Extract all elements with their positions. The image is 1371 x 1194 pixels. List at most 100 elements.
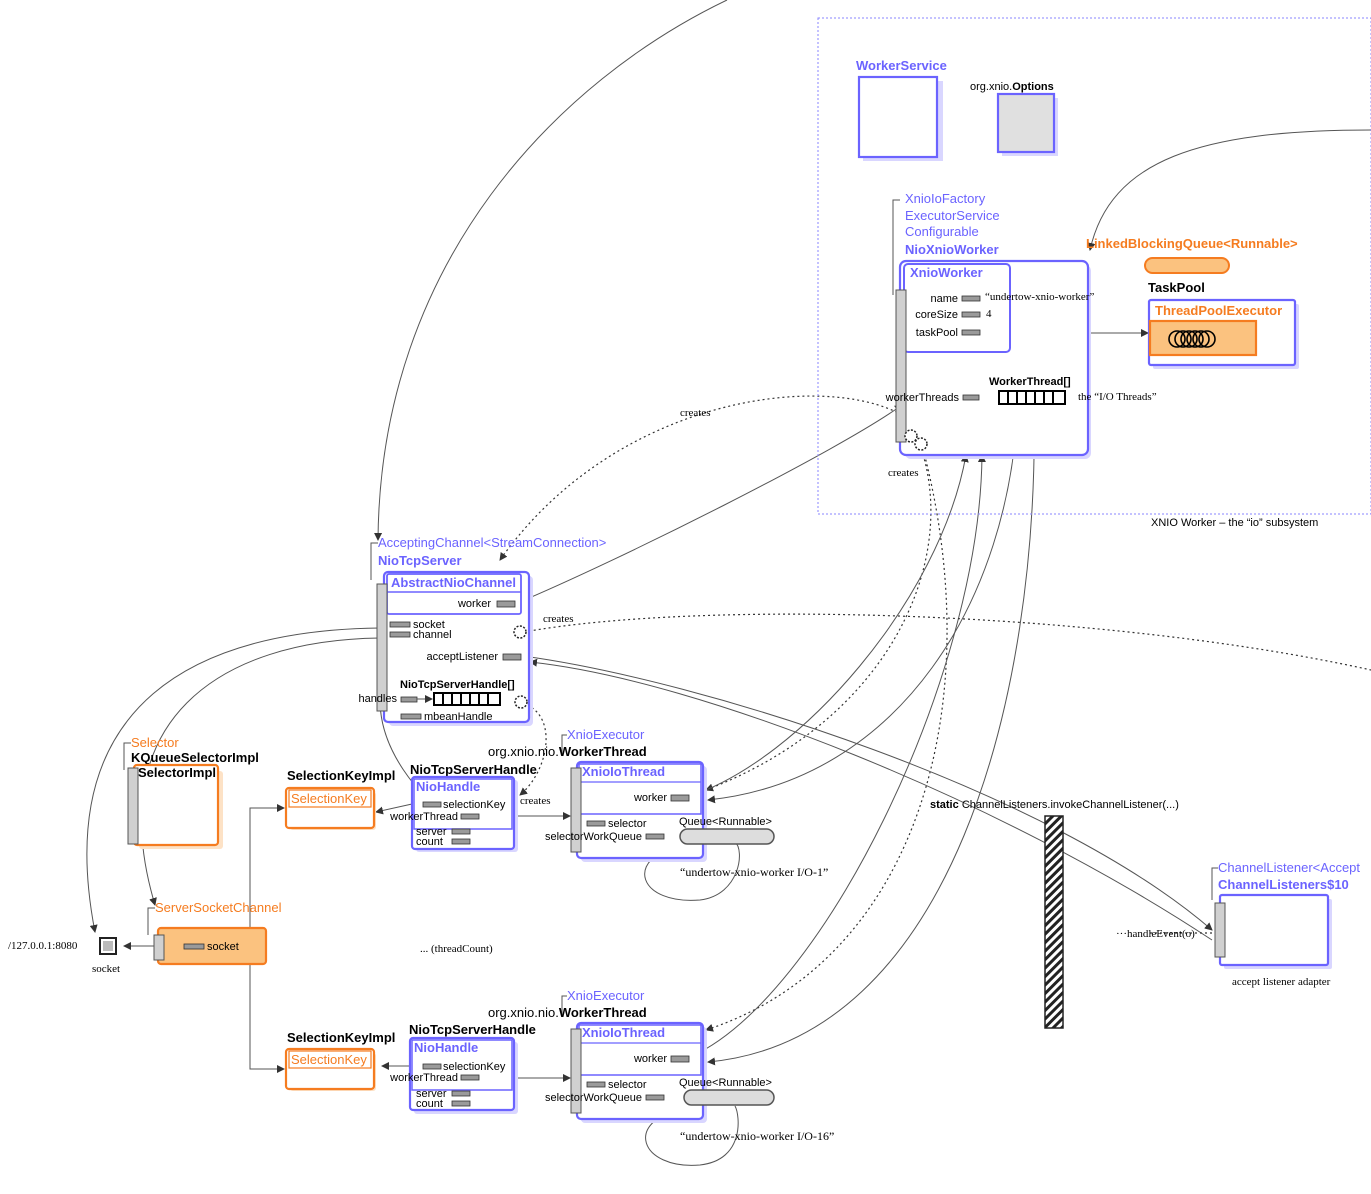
thread-coil-icon (1168, 330, 1216, 348)
connectors (86, 0, 1371, 1166)
worker-service-box (857, 75, 939, 159)
executor-interface-16: XnioExecutor (567, 988, 645, 1003)
field-worker-threads: workerThreads (885, 392, 960, 404)
queue-pill-16 (683, 1089, 775, 1106)
listener-box (1218, 893, 1330, 967)
io-threads-label: the “I/O Threads” (1078, 391, 1157, 403)
server-field-accept-listener: acceptListener (426, 651, 498, 663)
field-core-size: coreSize (915, 309, 958, 321)
subsystem-boundary (817, 17, 1371, 515)
interface-xnio-io-factory: XnioIoFactory (905, 191, 986, 206)
connector-creates-server (499, 395, 911, 561)
selection-key-1: SelectionKey (291, 791, 367, 806)
server-field-mbean-handle: mbeanHandle (424, 711, 493, 723)
xnio-io-thread-16: XnioIoThread (582, 1025, 665, 1040)
worker-field-1: worker (633, 792, 667, 804)
server-field-channel: channel (413, 629, 452, 641)
io-group-1: SelectionKeyImpl SelectionKey NioTcpServ… (284, 727, 828, 879)
xnio-worker-title: XnioWorker (910, 265, 983, 280)
xnio-worker-bar (895, 289, 907, 443)
connector-handle-key-1 (375, 803, 413, 815)
listener-impl: ChannelListeners$10 (1218, 877, 1349, 892)
thread-pool-executor-label: ThreadPoolExecutor (1155, 303, 1282, 318)
queue-pill-1 (679, 828, 775, 845)
field-name-value: “undertow-xnio-worker” (985, 291, 1094, 303)
loop-thread-16 (645, 1105, 739, 1166)
selector-inner: SelectorImpl (138, 765, 216, 780)
connector-creates-handle (517, 701, 547, 796)
field-task-pool: taskPool (916, 327, 958, 339)
io-group-16: SelectionKeyImpl SelectionKey NioTcpServ… (284, 988, 834, 1143)
handle-array (433, 692, 501, 706)
subsystem-label: XNIO Worker – the “io” subsystem (1151, 517, 1318, 529)
creates-gear-icon (513, 625, 527, 639)
accepting-channel-label: AcceptingChannel<StreamConnection> (378, 535, 606, 550)
field-core-size-value: 4 (986, 308, 992, 320)
nio-handle-1: NioHandle (416, 779, 480, 794)
server-field-1: server (416, 826, 447, 838)
nio-handle-16: NioHandle (414, 1040, 478, 1055)
selection-key-impl-16: SelectionKeyImpl (287, 1030, 395, 1045)
selection-key-field-1: selectionKey (443, 799, 506, 811)
interface-configurable: Configurable (905, 224, 979, 239)
connector-server-worker (514, 404, 903, 605)
connector-ssc-key-1 (249, 804, 285, 930)
ssc-title: ServerSocketChannel (155, 900, 282, 915)
connector-listener (522, 655, 1213, 931)
static-call: static ChannelListeners.invokeChannelLis… (930, 799, 1179, 811)
handle-gear-icon (514, 695, 528, 709)
worker-service-label: WorkerService (856, 58, 947, 73)
selector-field-1: selector (608, 818, 647, 830)
socket-label: socket (92, 963, 120, 975)
count-field-1: count (416, 836, 443, 848)
nio-xnio-worker-label: NioXnioWorker (905, 242, 999, 257)
server-socket-channel: ServerSocketChannel socket /127.0.0.1:80… (8, 900, 282, 975)
connector-worker-to-xnioworker-1 (689, 454, 969, 797)
connector-right-to-queue (1087, 129, 1371, 251)
selection-key-field-16: selectionKey (443, 1061, 506, 1073)
linked-queue-label: LinkedBlockingQueue<Runnable> (1086, 236, 1298, 251)
worker-thread-class-16: org.xnio.nio.WorkerThread (488, 1005, 647, 1020)
options-label: org.xnio.Options (970, 81, 1054, 93)
queue-label-1: Queue<Runnable> (679, 816, 772, 828)
worker-field-16: worker (633, 1053, 667, 1065)
listener-area: static ChannelListeners.invokeChannelLis… (930, 799, 1360, 1029)
server-field-worker: worker (457, 598, 491, 610)
selector-bar (127, 767, 139, 845)
xnio-subsystem: XNIO Worker – the “io” subsystem WorkerS… (680, 17, 1371, 529)
handle-event: ···handleEvent(o) (1116, 928, 1195, 940)
nio-handle-box-1 (410, 775, 516, 851)
nio-handle-box-16 (408, 1036, 516, 1112)
connector-thread-ref-16 (707, 401, 1035, 1066)
listener-caption: accept listener adapter (1232, 976, 1331, 988)
server-bar (376, 583, 388, 712)
server-field-16: server (416, 1088, 447, 1100)
count-field-16: count (416, 1098, 443, 1110)
selection-key-box-1 (284, 786, 376, 830)
connector-worker-to-xnioworker-16 (689, 454, 986, 1058)
connector-creates-thread-1 (705, 444, 932, 792)
interface-executor-service: ExecutorService (905, 208, 1000, 223)
handle-title-1: NioTcpServerHandle (410, 762, 537, 777)
server-creates-handle: creates (520, 795, 551, 807)
selector-interface: Selector (131, 735, 179, 750)
selection-key-box-16 (284, 1047, 376, 1091)
connector-listener-back (529, 658, 1213, 941)
creator-gear-icon (904, 429, 928, 451)
selector-impl: KQueueSelectorImpl (131, 750, 259, 765)
connector-creates-right (523, 613, 1371, 671)
options-box (996, 92, 1056, 154)
connector-socket-to-os (86, 627, 381, 933)
handle-array-label: NioTcpServerHandle[] (400, 679, 515, 691)
server-field-handles: handles (358, 693, 397, 705)
handle-title-16: NioTcpServerHandle (409, 1022, 536, 1037)
worker-thread-class-1: org.xnio.nio.WorkerThread (488, 744, 647, 759)
task-pool-label: TaskPool (1148, 280, 1205, 295)
server-field-socket: socket (413, 619, 445, 631)
connector-top-to-server (374, 0, 728, 541)
nio-tcp-server: AcceptingChannel<StreamConnection> NioTc… (358, 535, 606, 807)
call-stack-bar (1044, 815, 1064, 1029)
queue-label-16: Queue<Runnable> (679, 1077, 772, 1089)
server-creates-right: creates (543, 613, 574, 625)
